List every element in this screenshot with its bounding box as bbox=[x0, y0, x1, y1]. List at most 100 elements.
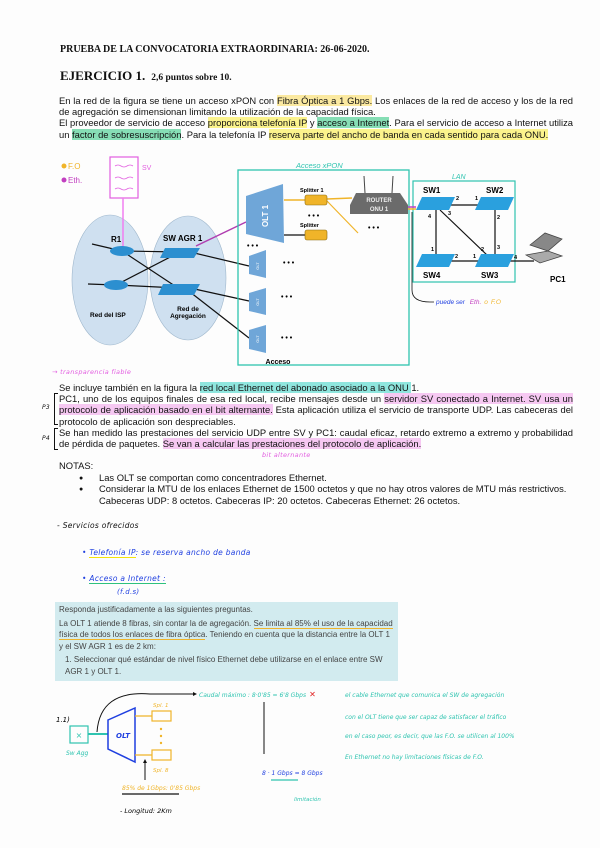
olt-label: OLT bbox=[255, 262, 260, 270]
sw-agr-label: SW AGR 1 bbox=[163, 234, 203, 243]
fo-legend-dot bbox=[61, 163, 67, 169]
aggregation-cloud bbox=[149, 215, 227, 341]
olt-sketch-label: OLT bbox=[116, 732, 131, 740]
port-label: 1 bbox=[473, 254, 476, 260]
question-statement: La OLT 1 atiende 8 fibras, sin contar la… bbox=[59, 618, 394, 653]
spl1-label: Spl. 1 bbox=[153, 703, 169, 709]
splitter-label: Splitter bbox=[300, 223, 320, 229]
router-label: ROUTER bbox=[366, 198, 392, 204]
splitter-1-sketch bbox=[151, 710, 172, 722]
note-text: puede ser bbox=[435, 299, 467, 306]
access-label: Acceso bbox=[266, 359, 291, 366]
sw-agg-label: Sw Agg bbox=[66, 750, 89, 757]
olt-icon bbox=[249, 288, 266, 315]
router-onu1-icon bbox=[350, 193, 408, 214]
eth-legend-dot bbox=[61, 177, 67, 183]
text: Se han medido las prestaciones del servi… bbox=[59, 426, 573, 450]
explanation-line: En Ethernet no hay limitaciones físicas … bbox=[345, 754, 484, 761]
text: En la red de la figura se tiene un acces… bbox=[59, 95, 277, 106]
note-eth: Eth. bbox=[470, 299, 482, 306]
caudal-line: Caudal máximo : 8·0'85 = 6'8 Gbps✕ bbox=[199, 690, 316, 699]
highlight-sobresuscripcion: factor de sobresuscripción bbox=[72, 128, 182, 140]
isp-label: Red del ISP bbox=[90, 312, 126, 319]
agr-label: Agregación bbox=[170, 313, 206, 320]
sw1-label: SW1 bbox=[423, 186, 441, 195]
sw1-icon bbox=[416, 197, 455, 210]
highlight-reserva: reserva parte del ancho de banda en cada… bbox=[268, 128, 549, 140]
explanation-line: el cable Ethernet que comunica el SW de … bbox=[345, 692, 504, 699]
note-item: Las OLT se comportan como concentradores… bbox=[79, 472, 579, 484]
highlight-internet: acceso a Internet bbox=[317, 117, 390, 129]
ellipsis: • • • bbox=[281, 294, 293, 301]
tel-rest: : se reserva ancho de banda bbox=[135, 548, 251, 557]
caudal-maximo: Caudal máximo : 8·0'85 = 6'8 Gbps bbox=[199, 692, 306, 699]
spl8-label: Spl. 8 bbox=[153, 768, 169, 774]
text: Esta aplicación utiliza el servicio de t… bbox=[59, 404, 573, 427]
olt-sketch-icon bbox=[107, 706, 136, 764]
wrong-mark: ✕ bbox=[309, 690, 316, 699]
splitter-icon bbox=[304, 229, 328, 241]
olt1-icon bbox=[246, 184, 284, 243]
fo-legend: F.O bbox=[68, 162, 80, 171]
sw3-icon bbox=[475, 254, 514, 267]
text: PC1, uno de los equipos finales de esa r… bbox=[59, 393, 385, 405]
svg-text:×: × bbox=[76, 731, 83, 740]
handwritten-sketch: 1.1) × Sw Agg OLT Spl. 1 Spl. 8 85% de 1… bbox=[56, 690, 515, 815]
intro-paragraph: En la red de la figura se tiene un acces… bbox=[59, 95, 573, 140]
exercise-points: 2,6 puntos sobre 10. bbox=[151, 73, 232, 83]
text: . Teniendo en cuenta que la distancia en… bbox=[59, 630, 390, 651]
fds-label: (f.d.s) bbox=[117, 588, 140, 596]
exam-header: PRUEBA DE LA CONVOCATORIA EXTRAORDINARIA… bbox=[60, 44, 370, 55]
notes-title: NOTAS: bbox=[59, 460, 94, 472]
highlight-red-local: red local Ethernet del abonado asociado … bbox=[199, 382, 412, 393]
highlight-prestaciones: Se van a calcular las prestaciones del p… bbox=[162, 438, 422, 450]
text: 1. bbox=[411, 382, 420, 393]
olt1-label: OLT 1 bbox=[261, 204, 270, 227]
ellipsis: • • • bbox=[308, 213, 320, 220]
exercise-number: EJERCICIO 1. bbox=[60, 68, 146, 83]
underlined-limit: Se limita al 85% el uso de la capacidad … bbox=[59, 618, 393, 640]
sw3-label: SW3 bbox=[481, 271, 499, 280]
switch-agr1-icon bbox=[160, 248, 200, 258]
ellipsis: • • • bbox=[368, 225, 380, 232]
note-fo: F.O bbox=[491, 299, 501, 306]
bracket-p4 bbox=[54, 428, 58, 450]
length-note: - Longitud: 2Km bbox=[120, 807, 172, 815]
splitter1-label: Splitter 1 bbox=[300, 188, 324, 194]
sw4-label: SW4 bbox=[423, 271, 441, 280]
text: El proveedor de servicio de acceso bbox=[59, 117, 208, 129]
lan-box bbox=[412, 180, 516, 283]
olt-label: OLT bbox=[255, 298, 260, 306]
explanation-line: con el OLT tiene que ser capaz de satisf… bbox=[345, 714, 507, 721]
port-label: 2 bbox=[481, 247, 484, 253]
sw4-icon bbox=[416, 254, 455, 267]
ellipsis: • • • bbox=[283, 260, 295, 267]
network-figure: F.O Eth. SV R1 SW AGR 1 Red del ISP Red … bbox=[61, 156, 566, 366]
r1-label: R1 bbox=[111, 235, 122, 244]
router-r1-icon bbox=[110, 246, 134, 256]
olt-icon bbox=[249, 325, 266, 353]
sv-label: SV bbox=[142, 165, 152, 172]
question-1: 1. Seleccionar qué estándar de nivel fís… bbox=[65, 655, 383, 676]
sw2-label: SW2 bbox=[486, 186, 504, 195]
access-xpon-note: Acceso xPON bbox=[295, 161, 343, 170]
question-box: Responda justificadamente a las siguient… bbox=[55, 602, 398, 681]
access-box bbox=[237, 169, 410, 366]
text: . Para el servicio de acceso a Internet … bbox=[59, 117, 573, 140]
sw2-icon bbox=[475, 197, 514, 210]
bracket-p3 bbox=[54, 393, 58, 425]
text: y bbox=[307, 117, 318, 129]
highlight-fibra: Fibra Óptica a 1 Gbps. bbox=[276, 95, 373, 106]
server-sv-icon bbox=[109, 156, 139, 199]
explanation-line: en el caso peor, es decir, que las F.O. … bbox=[345, 733, 515, 740]
port-label: 2 bbox=[456, 196, 459, 202]
agr-label: Red de bbox=[177, 306, 199, 313]
pc1-label: PC1 bbox=[550, 275, 566, 284]
calc-8gbps: 8 · 1 Gbps = 8 Gbps bbox=[262, 770, 323, 777]
note-or: o bbox=[484, 299, 488, 306]
text: Los enlaces de la red de acceso y los de… bbox=[59, 95, 573, 118]
eth-legend: Eth. bbox=[68, 176, 82, 185]
router-label: ONU 1 bbox=[370, 207, 389, 213]
ellipsis: • • • bbox=[281, 335, 293, 342]
